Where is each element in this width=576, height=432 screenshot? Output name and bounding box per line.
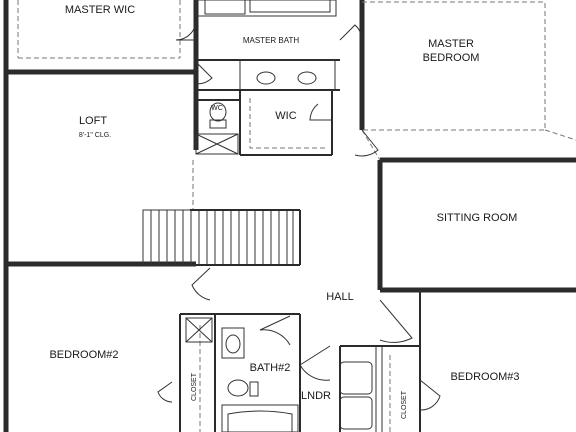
loft-label: LOFT <box>79 115 107 127</box>
laundry-area <box>157 346 441 432</box>
master-bedroom-label-line1: MASTER <box>428 38 474 50</box>
master-bath-doors <box>175 19 379 157</box>
master-wic-label: MASTER WIC <box>65 4 135 16</box>
master-bedroom-ceiling <box>361 1 576 161</box>
master-bath-walls <box>195 0 340 156</box>
closet-left-label: CLOSET <box>191 372 198 401</box>
master-wic-shelving <box>17 0 181 59</box>
master-bath-label: MASTER BATH <box>243 36 300 45</box>
wc-label: WC <box>211 105 223 112</box>
loft-ceiling-label: 8'-1" CLG. <box>79 132 111 139</box>
closet-right-label: CLOSET <box>401 390 408 419</box>
wic-label: WIC <box>275 110 296 122</box>
hall-label: HALL <box>326 291 354 303</box>
hall-walls <box>180 264 421 432</box>
exterior-walls <box>3 0 576 432</box>
lndr-label: LNDR <box>301 390 331 402</box>
stair-area <box>142 160 301 266</box>
bath2-area <box>179 314 301 432</box>
wc-room <box>195 99 240 155</box>
sitting-room-label: SITTING ROOM <box>437 212 518 224</box>
master-bedroom-label-line2: BEDROOM <box>423 52 480 64</box>
bedroom2-label: BEDROOM#2 <box>49 349 118 361</box>
bedroom3-label: BEDROOM#3 <box>450 371 519 383</box>
bath2-label: BATH#2 <box>250 362 291 374</box>
